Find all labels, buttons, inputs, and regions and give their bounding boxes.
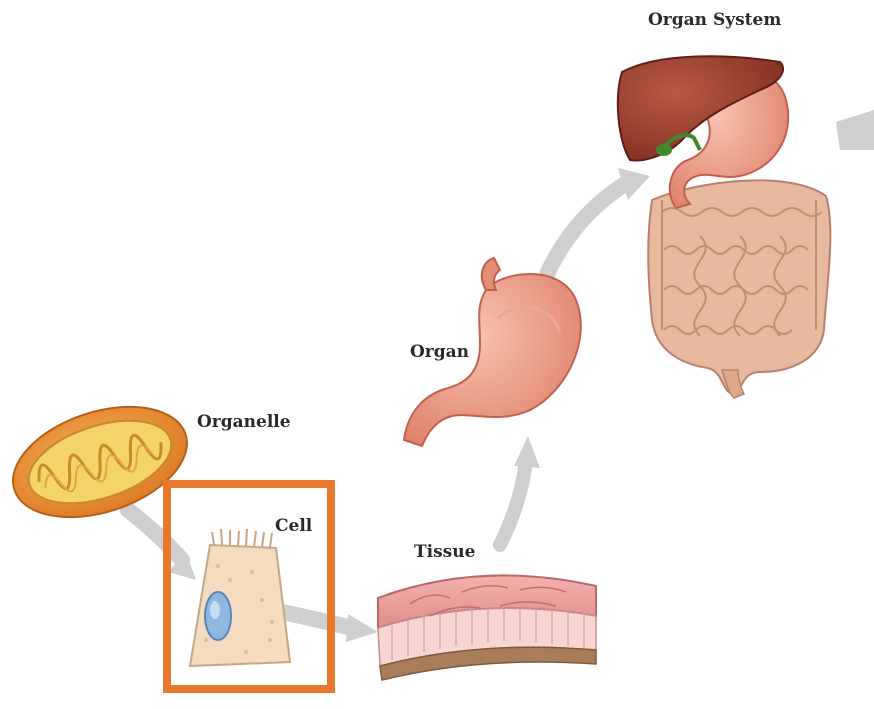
arrow-tissue-to-organ — [500, 436, 540, 545]
cell-highlight-box — [163, 480, 335, 693]
label-cell: Cell — [275, 518, 312, 535]
arrow-offscreen-right — [836, 110, 874, 150]
arrow-organ-to-organ-system — [548, 168, 650, 272]
label-tissue: Tissue — [414, 544, 475, 561]
label-organelle: Organelle — [197, 414, 291, 431]
label-organ-system: Organ System — [648, 12, 781, 29]
tissue-block-icon — [378, 575, 596, 680]
digestive-system-icon — [618, 56, 831, 398]
label-organ: Organ — [410, 344, 469, 361]
